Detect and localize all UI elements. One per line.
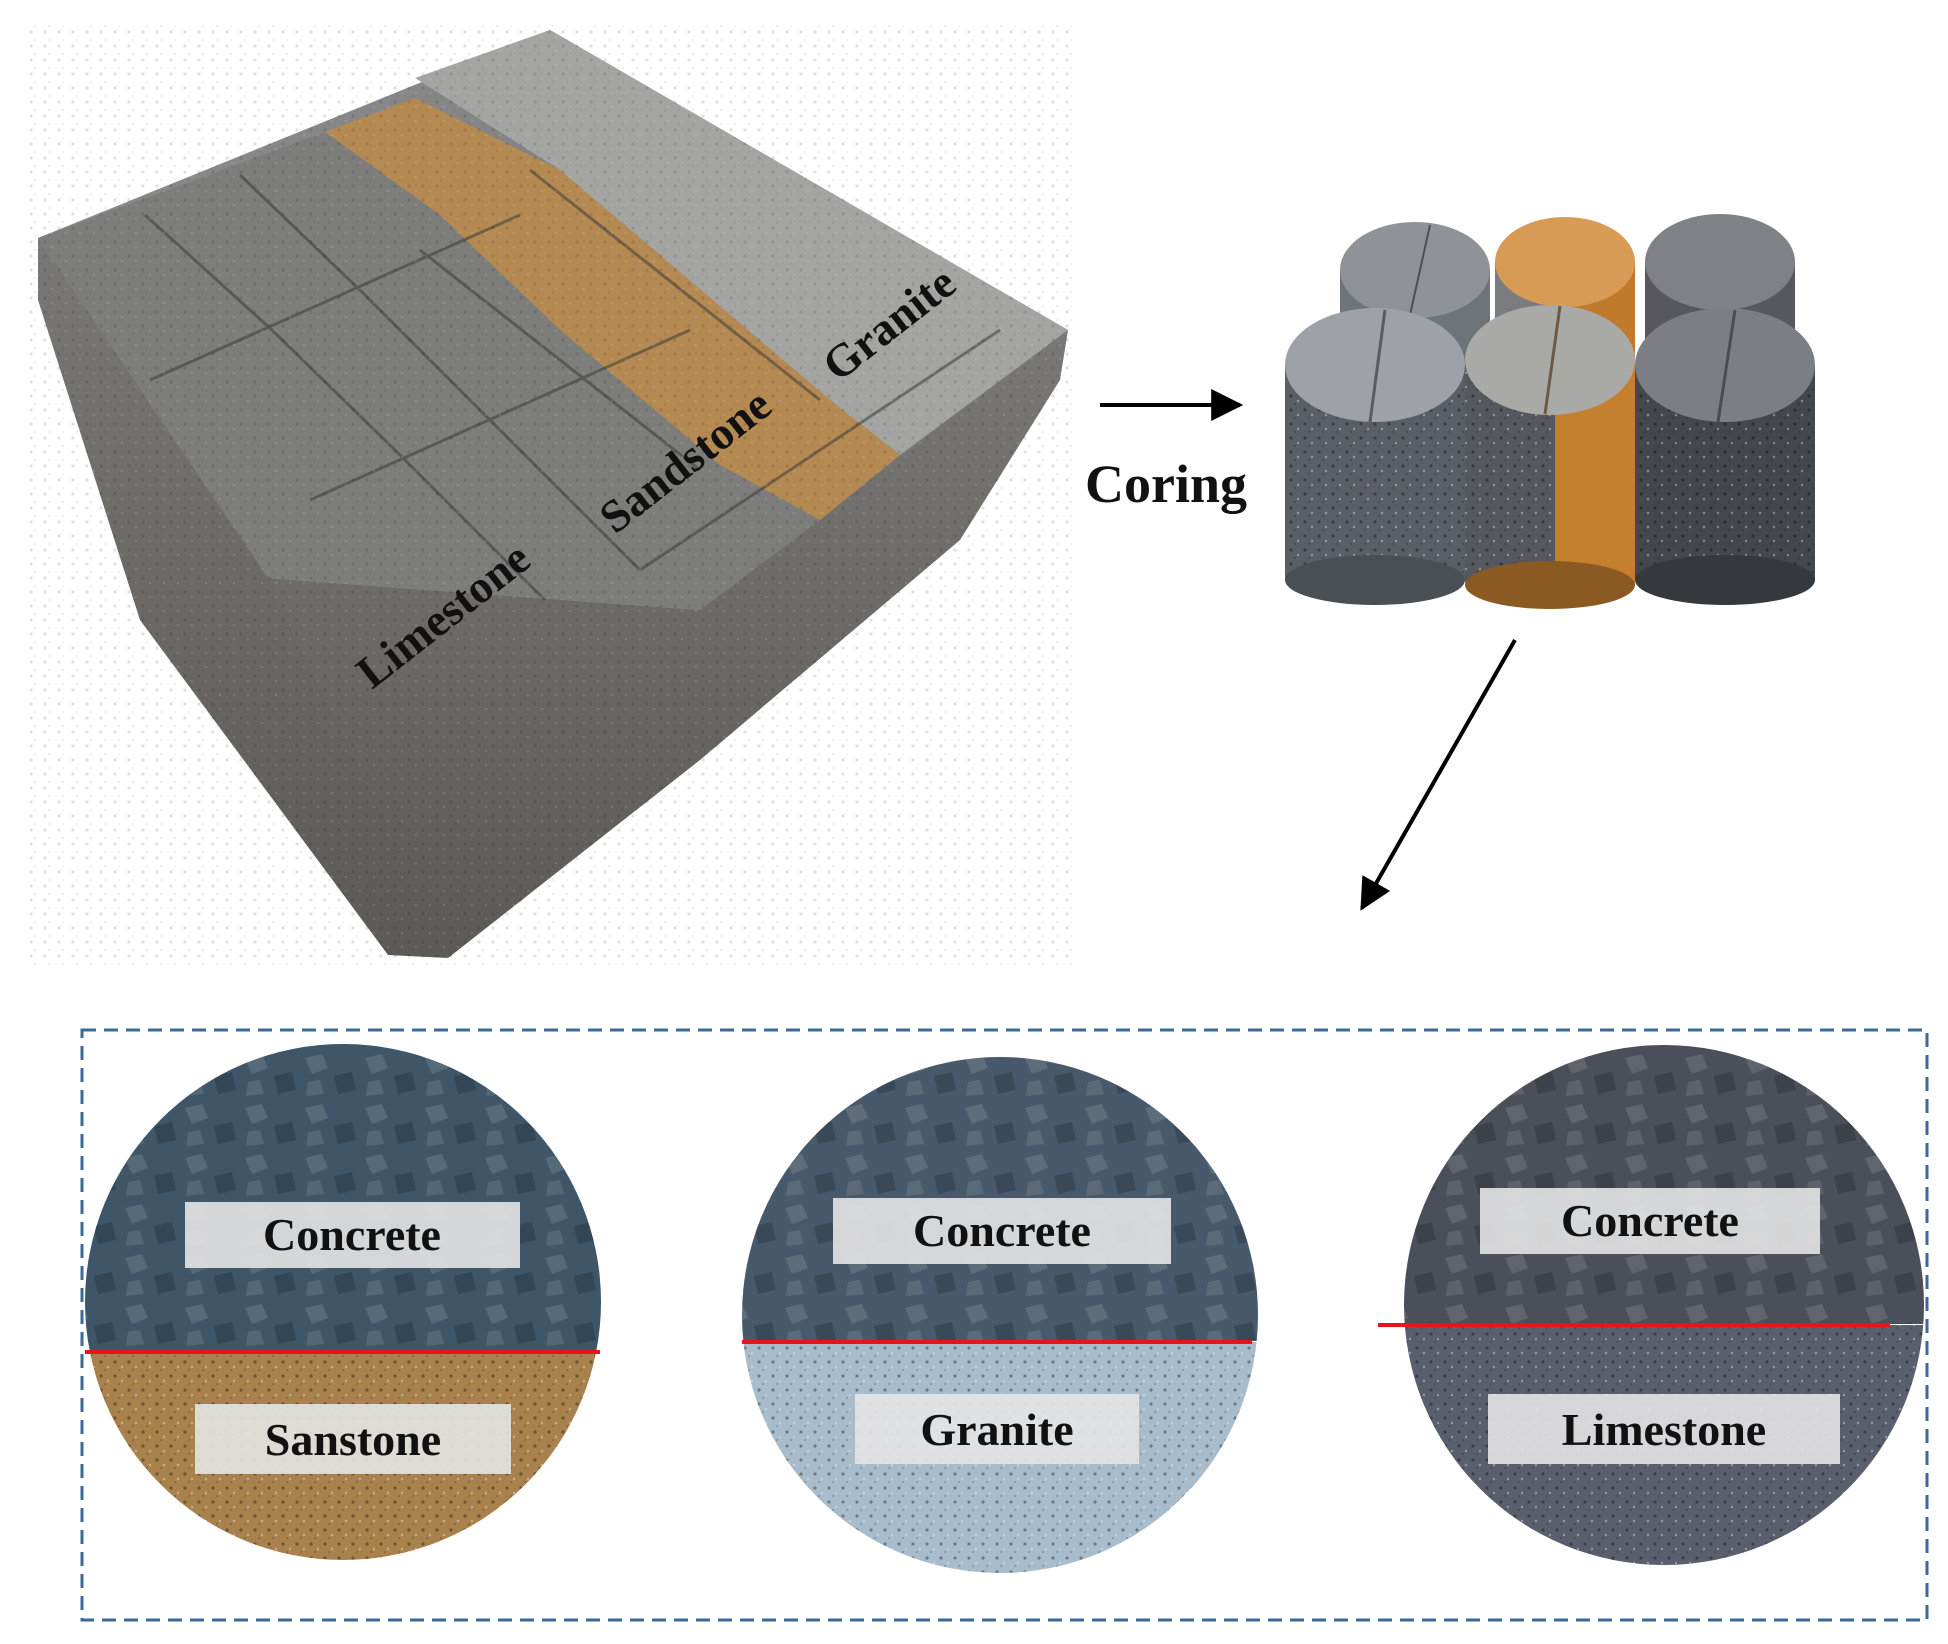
label-box	[195, 1404, 511, 1474]
assembly-texture	[30, 25, 1075, 965]
section-2-top-label: Concrete	[913, 1205, 1091, 1256]
cross-section-concrete-sandstone: Concrete Sanstone	[85, 1044, 601, 1560]
section-2-bottom-label: Granite	[920, 1404, 1073, 1455]
cylinder-front-middle	[1465, 305, 1635, 609]
cored-cylinders	[1285, 214, 1815, 609]
coring-label: Coring	[1085, 454, 1247, 514]
label-box	[855, 1394, 1139, 1464]
cylinder-front-right	[1635, 308, 1815, 605]
cross-section-concrete-granite: Concrete Granite	[742, 1057, 1258, 1573]
cross-section-frame	[80, 1028, 1929, 1622]
section-3-bottom-label: Limestone	[1562, 1404, 1766, 1455]
section-3-top-label: Concrete	[1561, 1195, 1739, 1246]
label-box	[1480, 1188, 1820, 1254]
section-1-bottom-label: Sanstone	[265, 1414, 441, 1465]
concrete-rock-block-assembly: Limestone Sandstone Granite	[30, 25, 1075, 965]
cylinder-front-left	[1285, 308, 1465, 605]
section-1-top-label: Concrete	[263, 1209, 441, 1260]
label-box	[833, 1198, 1171, 1264]
label-box	[185, 1202, 520, 1268]
cross-section-concrete-limestone: Concrete Limestone	[1378, 1045, 1924, 1565]
section-arrow	[1360, 639, 1517, 911]
label-box	[1488, 1394, 1840, 1464]
